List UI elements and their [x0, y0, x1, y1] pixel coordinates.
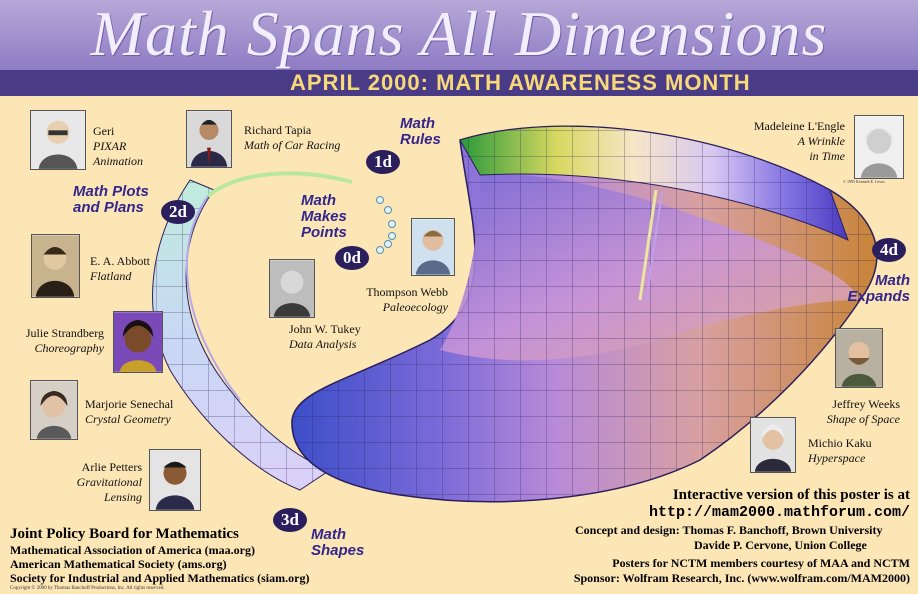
caption-abbott: E. A. Abbott Flatland [90, 254, 151, 283]
portrait-tapia [186, 110, 232, 168]
portrait-abbott [31, 234, 80, 298]
label-2d: Math Plots and Plans [73, 183, 149, 216]
jpbm-heading: Joint Policy Board for Mathematics [10, 526, 239, 542]
interactive-note: Interactive version of this poster is at [672, 487, 910, 503]
portrait-icon [31, 381, 77, 439]
portrait-icon [836, 329, 882, 387]
label-0d: Math Makes Points [301, 192, 347, 241]
concept-credit: Concept and design: Thomas F. Banchoff, … [575, 523, 883, 537]
siam-line: Society for Industrial and Applied Mathe… [10, 571, 310, 585]
label-3d: Math Shapes [311, 526, 365, 559]
caption-tukey: John W. Tukey Data Analysis [289, 322, 361, 351]
caption-webb: Thompson Webb Paleoecology [366, 285, 448, 314]
portrait-icon [150, 450, 200, 510]
portrait-icon [855, 116, 903, 178]
caption-petters: Arlie Petters Gravitational Lensing [76, 460, 142, 504]
caption-kaku: Michio Kaku Hyperspace [808, 436, 872, 465]
ams-line: American Mathematical Society (ams.org) [10, 557, 227, 571]
surface-graphic [152, 125, 878, 503]
portrait-tukey [269, 259, 315, 318]
portrait-icon [114, 312, 162, 372]
portrait-kaku [750, 417, 796, 473]
label-1d: Math Rules [400, 115, 441, 148]
label-4d: Math Expands [847, 272, 910, 305]
poster-url[interactable]: http://mam2000.mathforum.com/ [648, 504, 910, 521]
portrait-geri [30, 110, 86, 170]
poster-title: Math Spans All Dimensions [90, 0, 828, 69]
photo-credit: © 1995 Kenneth E. Lewis [843, 179, 885, 184]
maa-line: Mathematical Association of America (maa… [10, 543, 255, 557]
header-banner: Math Spans All Dimensions [0, 0, 918, 70]
portrait-icon [31, 111, 85, 169]
caption-tapia: Richard Tapia Math of Car Racing [244, 123, 341, 152]
portrait-icon [32, 235, 79, 297]
badge-3d: 3d [273, 508, 307, 532]
portrait-strandberg [113, 311, 163, 373]
portrait-lengle [854, 115, 904, 179]
poster-subtitle: APRIL 2000: MATH AWARENESS MONTH [290, 70, 751, 95]
portrait-icon [412, 219, 454, 275]
caption-geri: Geri PIXAR Animation [93, 124, 143, 168]
portrait-icon [270, 260, 314, 317]
caption-strandberg: Julie Strandberg Choreography [25, 326, 104, 355]
portrait-petters [149, 449, 201, 511]
badge-4d: 4d [872, 238, 906, 262]
badge-0d: 0d [335, 246, 369, 270]
badge-1d: 1d [366, 150, 400, 174]
copyright-note: Copyright © 2000 by Thomas Banchoff Prod… [10, 586, 165, 591]
portrait-senechal [30, 380, 78, 440]
badge-2d: 2d [161, 200, 195, 224]
sponsors-block: Joint Policy Board for Mathematics Mathe… [10, 525, 309, 585]
caption-weeks: Jeffrey Weeks Shape of Space [826, 397, 900, 426]
subtitle-band [0, 70, 918, 96]
concept-credit-2: Davide P. Cervone, Union College [694, 538, 867, 552]
posters-credit: Posters for NCTM members courtesy of MAA… [612, 556, 910, 570]
caption-lengle: Madeleine L'Engle A Wrinkle in Time [753, 119, 845, 163]
portrait-icon [187, 111, 231, 167]
portrait-icon [751, 418, 795, 472]
caption-senechal: Marjorie Senechal Crystal Geometry [85, 397, 174, 426]
sponsor-credit: Sponsor: Wolfram Research, Inc. (www.wol… [573, 571, 910, 585]
portrait-webb [411, 218, 455, 276]
points-icon [376, 196, 396, 254]
portrait-weeks [835, 328, 883, 388]
